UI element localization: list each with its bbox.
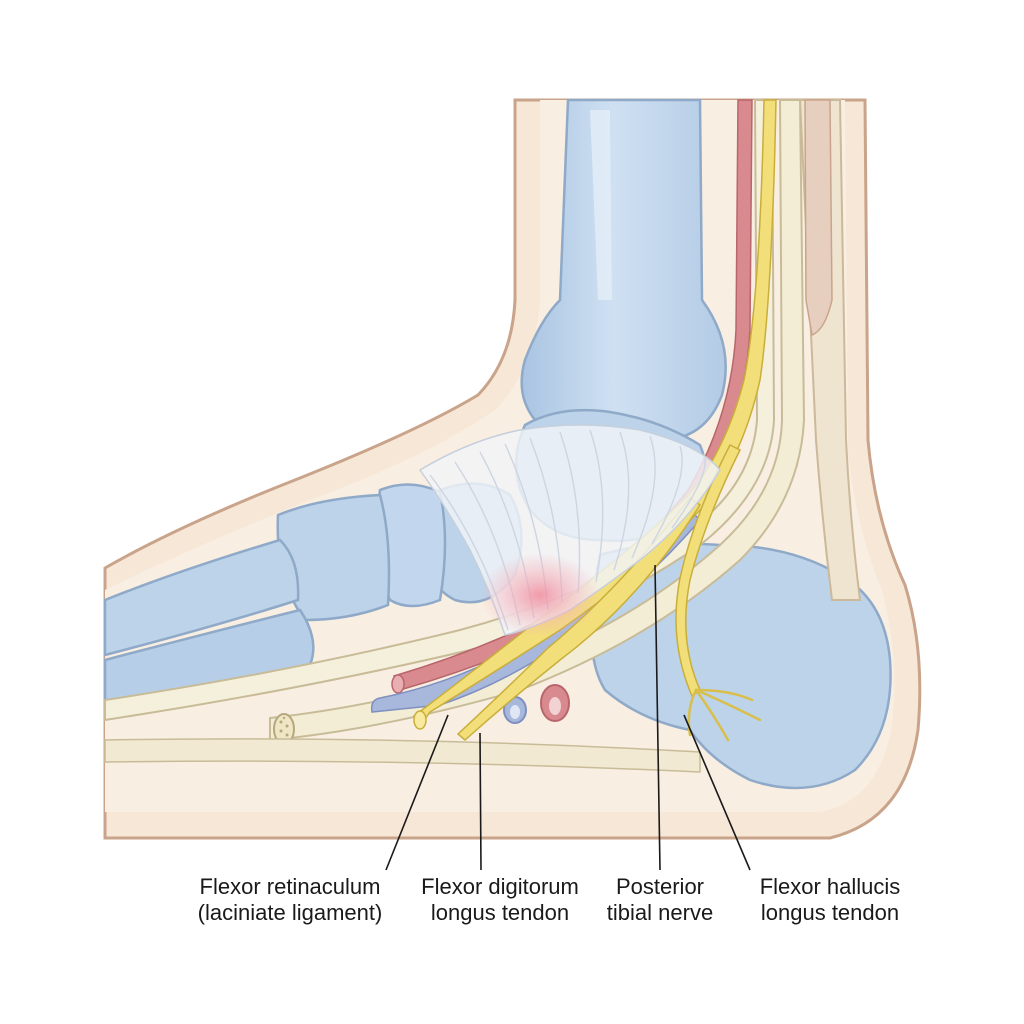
nerve-branch-plantar (456, 496, 702, 741)
leader-lines (385, 564, 751, 871)
label-flexor-digitorum-line1: Flexor digitorum (421, 874, 579, 899)
nerve-cut-end (413, 710, 427, 730)
metatarsal-bone-1 (103, 538, 300, 657)
label-flexor-hallucis: Flexor hallucis longus tendon (740, 874, 920, 926)
tibia-highlight (590, 110, 612, 300)
label-flexor-digitorum: Flexor digitorum longus tendon (410, 874, 590, 926)
label-flexor-retinaculum: Flexor retinaculum (laciniate ligament) (190, 874, 390, 926)
nerve-terminal-fibers (687, 688, 762, 742)
label-posterior-tibial-nerve: Posterior tibial nerve (590, 874, 730, 926)
muscle-strip (804, 99, 833, 337)
label-flexor-digitorum-line2: longus tendon (430, 900, 570, 925)
plantar-tendon (104, 738, 701, 773)
vein-lumen (510, 705, 520, 719)
flexor-retinaculum-ligament (418, 424, 721, 637)
label-flexor-retinaculum-line1: Flexor retinaculum (199, 874, 381, 899)
label-flexor-hallucis-line2: longus tendon (760, 900, 900, 925)
leader-posterior-tibial-nerve (654, 564, 661, 871)
leader-flexor-retinaculum (385, 714, 449, 871)
label-flexor-hallucis-line1: Flexor hallucis (759, 874, 901, 899)
label-posterior-tibial-nerve-line2: tibial nerve (606, 900, 714, 925)
label-flexor-retinaculum-line2: (laciniate ligament) (197, 900, 383, 925)
nerve-branch-calcaneal (675, 443, 742, 698)
label-posterior-tibial-nerve-line1: Posterior (615, 874, 705, 899)
leader-flexor-digitorum (479, 732, 482, 871)
artery-lumen (549, 697, 561, 715)
artery-cut-end (391, 674, 405, 694)
leader-flexor-hallucis (683, 714, 751, 871)
